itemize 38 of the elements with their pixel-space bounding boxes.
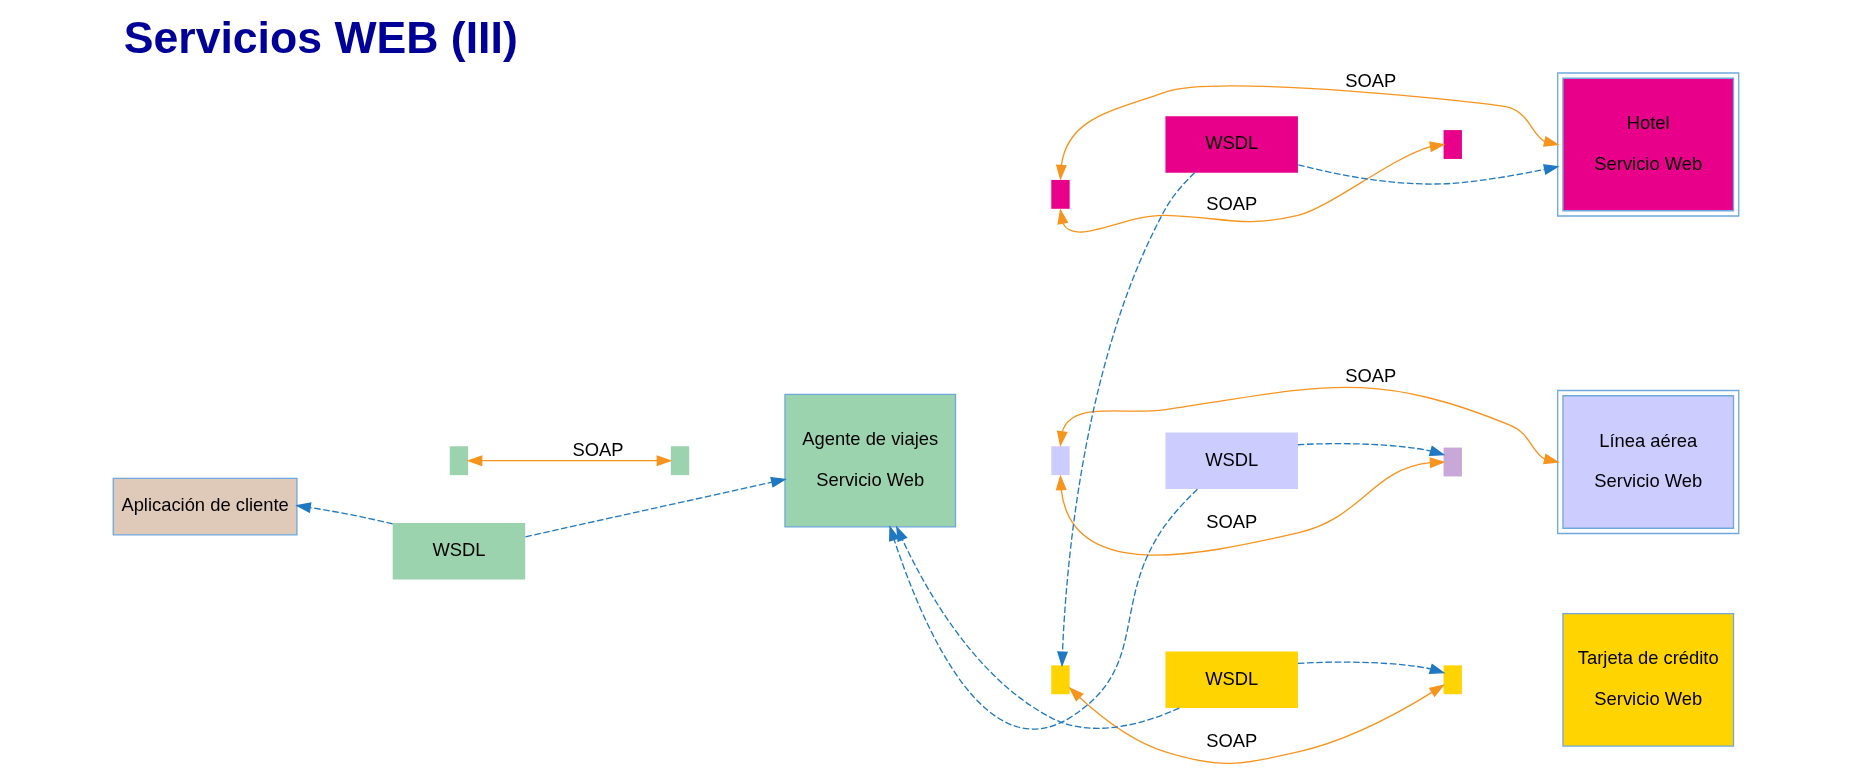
node-box (1050, 446, 1070, 476)
node-box: Tarjeta de crédito Servicio Web (1561, 612, 1734, 747)
node-box (1443, 130, 1462, 159)
arrow (888, 488, 1198, 730)
edge-label: SOAP (1344, 365, 1396, 387)
node-box (1050, 179, 1070, 209)
edge-label: SOAP (1205, 729, 1257, 751)
node-box: WSDL (1164, 116, 1298, 173)
arrow (1296, 661, 1445, 675)
node-box: WSDL (1164, 651, 1298, 708)
node-box: WSDL (1164, 432, 1298, 489)
arrow (524, 476, 787, 538)
arrow (1056, 386, 1560, 465)
node-box (1443, 665, 1462, 695)
node-box (1050, 665, 1070, 695)
arrow (1055, 85, 1560, 181)
arrow (1068, 684, 1445, 765)
arrow (1297, 164, 1560, 185)
node-box: Línea aérea Servicio Web (1556, 389, 1739, 535)
node-box (449, 446, 468, 476)
node-box: WSDL (392, 523, 525, 580)
node-box (1443, 447, 1462, 477)
arrow (294, 502, 393, 525)
diagram-title: Servicios WEB (III) (123, 12, 518, 62)
arrow (1055, 457, 1446, 556)
node-box (670, 446, 689, 476)
arrow (1056, 172, 1195, 668)
node-box: Agente de viajes Servicio Web (783, 393, 956, 528)
edge-label: SOAP (1205, 193, 1257, 215)
edge-label: SOAP (572, 438, 624, 460)
arrow (1056, 141, 1445, 233)
node-box: Hotel Servicio Web (1556, 72, 1739, 217)
edge-label: SOAP (1344, 70, 1396, 92)
node-box: Aplicación de cliente (112, 477, 298, 536)
edge-label: SOAP (1205, 510, 1257, 532)
arrow (895, 525, 1180, 729)
arrow (466, 455, 672, 467)
arrow (1296, 443, 1445, 457)
